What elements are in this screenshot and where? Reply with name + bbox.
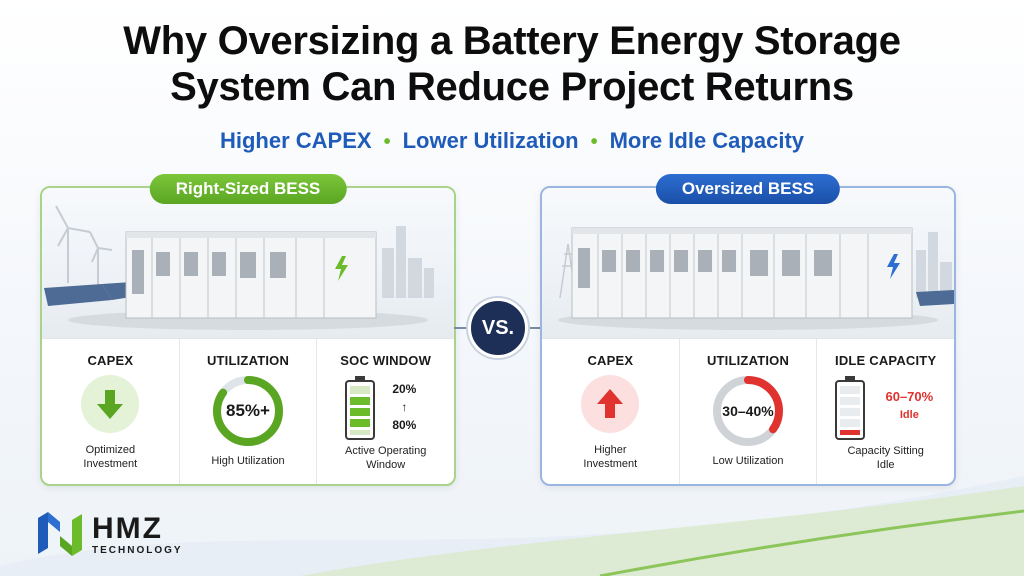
capex-caption: Optimized Investment: [42, 443, 179, 471]
solar-panel-icon: [916, 290, 954, 306]
battery-icon: [835, 376, 866, 440]
subtitle: Higher CAPEX • Lower Utilization • More Idle…: [0, 128, 1024, 154]
capex-metric: CAPEX Higher Investment: [542, 339, 679, 484]
utilization-title: UTILIZATION: [206, 353, 290, 368]
lightning-icon: [335, 256, 348, 281]
logo-tagline: TECHNOLOGY: [92, 545, 183, 556]
city-skyline-icon: [916, 232, 952, 298]
page-title: Why Oversizing a Battery Energy Storage …: [0, 18, 1024, 110]
right-sized-scene: [42, 188, 454, 338]
lightning-icon: [887, 254, 900, 279]
idle-caption-line-2: Idle: [876, 459, 895, 471]
utilization-caption: Low Utilization: [712, 455, 784, 467]
utilization-ring-fill: [213, 376, 283, 446]
arrow-up-icon: ↑: [401, 400, 408, 414]
vs-line-right: [530, 327, 542, 329]
capex-caption-line-1: Higher: [594, 444, 627, 456]
hmz-logo: HMZ TECHNOLOGY: [34, 508, 214, 562]
utilization-value: 85%+: [226, 401, 270, 420]
subtitle-lower-utilization: Lower Utilization: [402, 128, 579, 153]
utilization-metric: UTILIZATION 30–40% Low Utilization: [678, 339, 817, 484]
right-sized-metrics: CAPEX Optimized Investment UTILIZATION 8…: [42, 338, 454, 484]
capex-caption: Higher Investment: [542, 443, 679, 471]
utilization-metric: UTILIZATION 85%+ High Utilization: [178, 339, 317, 484]
utilization-value: 30–40%: [722, 403, 774, 419]
vs-line-left: [454, 327, 466, 329]
battery-container-illustration: [44, 205, 434, 330]
subtitle-idle-capacity: More Idle Capacity: [609, 128, 804, 153]
title-line-1: Why Oversizing a Battery Energy Storage: [123, 19, 901, 63]
title-line-2: System Can Reduce Project Returns: [170, 65, 854, 109]
battery-container: [571, 227, 913, 319]
battery-container: [125, 231, 377, 319]
soc-lower-value: 80%: [392, 418, 417, 432]
vs-badge: VS.: [468, 298, 528, 358]
arrow-down-icon: [81, 375, 140, 433]
arrow-up-icon: [581, 375, 640, 433]
capex-caption-line-2: Investment: [583, 458, 638, 470]
utilization-ring-fill: [713, 376, 783, 446]
right-sized-panel: Right-Sized BESS CAPEX Optimized Investm…: [40, 174, 456, 486]
idle-capacity-title: IDLE CAPACITY: [835, 353, 937, 368]
idle-capacity-unit: Idle: [899, 409, 919, 421]
solar-panel-icon: [44, 282, 138, 306]
logo-name: HMZ: [92, 512, 163, 545]
separator-dot: •: [383, 131, 391, 153]
soc-window-title: SOC WINDOW: [340, 353, 432, 368]
wind-turbine-icon: [55, 205, 113, 286]
capex-metric: CAPEX Optimized Investment: [42, 339, 179, 484]
battery-icon: [345, 376, 376, 440]
oversized-label: Oversized BESS: [655, 174, 841, 204]
capex-caption-line-2: Investment: [83, 458, 138, 470]
separator-dot: •: [590, 131, 598, 153]
utilization-caption: High Utilization: [211, 455, 285, 467]
utilization-title: UTILIZATION: [706, 353, 790, 368]
oversized-panel: Oversized BESS CAPEX Higher Investment U…: [540, 174, 956, 486]
capex-title: CAPEX: [587, 353, 634, 368]
soc-caption-line-1: Active Operating: [345, 445, 427, 457]
capex-title: CAPEX: [87, 353, 134, 368]
utilization-ring: [713, 376, 783, 446]
subtitle-higher-capex: Higher CAPEX: [219, 128, 372, 153]
idle-caption: Capacity Sitting Idle: [817, 444, 954, 472]
soc-caption-line-2: Window: [366, 459, 406, 471]
oversized-metrics: CAPEX Higher Investment UTILIZATION 30–4…: [542, 338, 954, 484]
idle-capacity-metric: IDLE CAPACITY 60–70% Idle Capacity Sit: [816, 339, 954, 484]
idle-caption-line-1: Capacity Sitting: [847, 445, 924, 457]
soc-caption: Active Operating Window: [317, 444, 454, 472]
capex-caption-line-1: Optimized: [85, 444, 136, 456]
utilization-ring: [213, 376, 283, 446]
idle-capacity-value: 60–70%: [885, 389, 934, 404]
soc-upper-value: 20%: [392, 382, 417, 396]
right-sized-label: Right-Sized BESS: [149, 174, 347, 204]
logo-mark-icon: [38, 512, 82, 556]
battery-container-illustration: [558, 227, 954, 330]
city-skyline-icon: [382, 226, 434, 298]
oversized-scene: [542, 188, 954, 338]
soc-window-metric: SOC WINDOW 20% ↑ 80% Active: [316, 339, 454, 484]
